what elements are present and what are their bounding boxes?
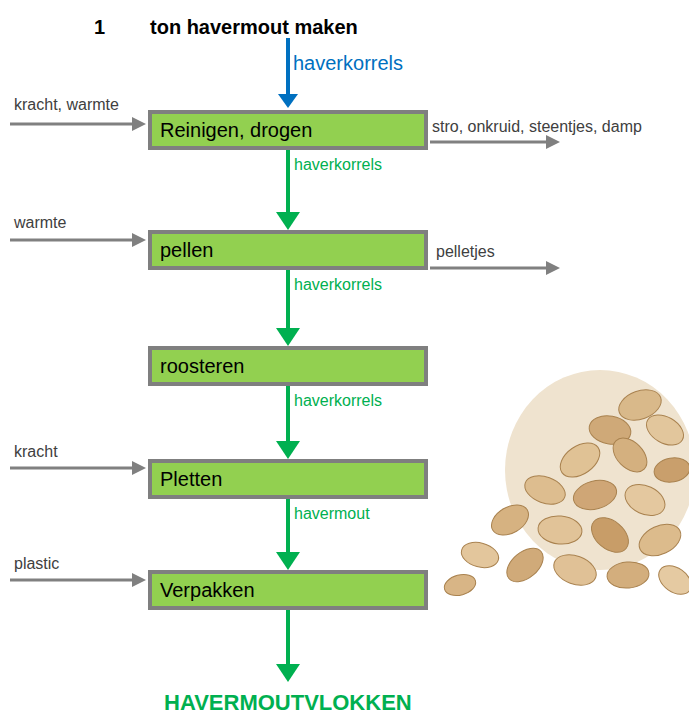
text-label: warmte [14, 214, 66, 232]
text-label: 1 [94, 16, 105, 39]
text-label: kracht [14, 443, 58, 461]
text-label: kracht, warmte [14, 96, 119, 114]
process-label: Pletten [152, 468, 230, 491]
title-text: ton havermout maken [150, 16, 358, 38]
flow-label-text: haverkorrels [294, 276, 382, 293]
grey-side-arrows [10, 117, 560, 587]
process-box: pellen [148, 230, 428, 270]
process-box: Pletten [148, 459, 428, 499]
process-label: roosteren [152, 355, 253, 378]
arrowhead [276, 441, 300, 459]
flow-label: haverkorrels [294, 276, 382, 294]
label-text: pelletjes [436, 243, 495, 260]
label-text: stro, onkruid, steentjes, damp [432, 118, 642, 135]
label-text: warmte [14, 214, 66, 231]
process-label: Reinigen, drogen [152, 119, 320, 142]
flow-line [286, 499, 290, 556]
flow-label: haverkorrels [294, 156, 382, 174]
green-output-arrow [276, 609, 300, 682]
text-label: HAVERMOUTVLOKKEN [164, 690, 412, 716]
flow-line [286, 270, 290, 332]
process-box: Verpakken [148, 570, 428, 610]
diagram-title: ton havermout maken [150, 16, 358, 39]
label-text: plastic [14, 555, 59, 572]
label-text: kracht, warmte [14, 96, 119, 113]
flow-label-text: haverkorrels [294, 392, 382, 409]
flow-label-text: haverkorrels [294, 156, 382, 173]
text-label: stro, onkruid, steentjes, damp [432, 118, 642, 136]
flow-line [286, 386, 290, 445]
flow-label: havermout [294, 505, 370, 523]
arrowhead [276, 328, 300, 346]
process-box: roosteren [148, 346, 428, 386]
text-label: plastic [14, 555, 59, 573]
process-box: Reinigen, drogen [148, 110, 428, 150]
label-text: HAVERMOUTVLOKKEN [164, 690, 412, 715]
process-label: pellen [152, 239, 221, 262]
arrowhead [276, 552, 300, 570]
process-label: Verpakken [152, 579, 263, 602]
oat-flakes [442, 370, 689, 600]
label-text: kracht [14, 443, 58, 460]
text-label: haverkorrels [293, 52, 403, 75]
flow-line [286, 150, 290, 216]
label-text: haverkorrels [293, 52, 403, 74]
flow-label: haverkorrels [294, 392, 382, 410]
label-text: 1 [94, 16, 105, 38]
flow-label-text: havermout [294, 505, 370, 522]
arrowhead [276, 212, 300, 230]
text-label: pelletjes [436, 243, 495, 261]
